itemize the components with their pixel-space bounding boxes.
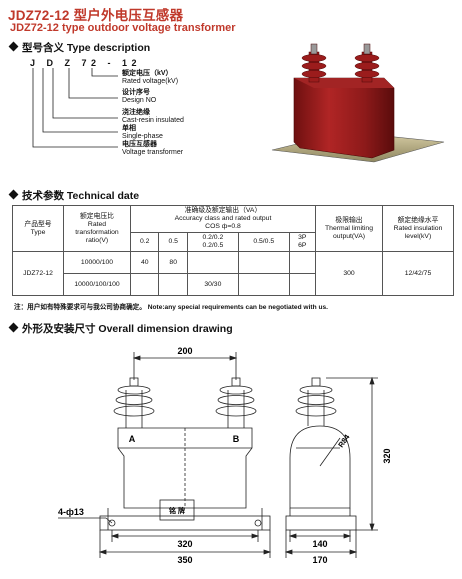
leader-line: [32, 68, 118, 148]
value-cell: [158, 273, 188, 296]
value-cell: [288, 273, 317, 296]
dim-height: 320: [382, 448, 392, 463]
leader-line: [68, 68, 118, 99]
technical-heading-text: 技术参数 Technical date: [22, 190, 140, 202]
dim-side-outer: 170: [312, 555, 327, 565]
class-cell: 0.2/0.2 0.2/0.5: [186, 232, 239, 252]
thermal-value-cell: 300: [315, 251, 383, 296]
type-description-heading-text: 型号含义 Type description: [22, 42, 151, 54]
code-label-rated-voltage: 额定电压（kV） Rated voltage(kV): [122, 70, 179, 85]
table-row: JDZ72-12 10000/100 40 80 300 12/42/75: [12, 251, 454, 296]
class-cell: 0.5: [158, 232, 188, 252]
class-cell: 0.5/0.5: [237, 232, 290, 252]
ratio-cell: 10000/100/100: [63, 273, 131, 296]
code-label-design-no: 设计序号 Design NO: [122, 89, 157, 104]
value-cell: [237, 251, 290, 274]
leader-line: [52, 68, 118, 119]
class-cell: 3P 6P: [288, 232, 317, 252]
type-description-heading: 型号含义 Type description: [8, 40, 151, 55]
header-accuracy: 准确级及额定输出（VA） Accuracy class and rated ou…: [130, 205, 316, 233]
value-cell: [186, 251, 239, 274]
nameplate-label: 铭 牌: [169, 506, 185, 515]
value-cell: 80: [158, 251, 188, 274]
value-cell: 40: [129, 251, 160, 274]
dim-base-inner: 320: [177, 539, 192, 549]
header-insulation: 额定绝缘水平 Rated insulation level(kV): [382, 205, 454, 252]
dimension-heading-text: 外形及安装尺寸 Overall dimension drawing: [22, 323, 233, 335]
type-value-cell: JDZ72-12: [12, 251, 64, 296]
table-row: 10000/100/100 30/30: [13, 273, 454, 296]
value-cell: 30/30: [186, 273, 239, 296]
terminal-a-label: A: [129, 434, 136, 444]
technical-heading: 技术参数 Technical date: [8, 188, 140, 203]
radius-label: R84: [336, 432, 352, 449]
dim-top-span: 200: [177, 346, 192, 356]
insulation-value-cell: 12/42/75: [382, 251, 454, 296]
header-ratio: 额定电压比 Rated transformation ratio(V): [63, 205, 131, 252]
value-cell: [288, 251, 317, 274]
code-label-cast-resin: 浇注绝缘 Cast-resin insulated: [122, 109, 184, 124]
header-thermal: 极限输出 Thermal limiting output(VA): [315, 205, 383, 252]
terminal-b-label: B: [233, 434, 240, 444]
model-code: J D Z 72 - 12: [30, 58, 142, 68]
special-requirements-note: 注：用户如有特殊要求可与我公司协商确定。 Note:any special re…: [14, 304, 328, 311]
dimension-heading: 外形及安装尺寸 Overall dimension drawing: [8, 321, 233, 336]
type-code-leader-lines: [32, 68, 118, 148]
value-cell: [129, 273, 160, 296]
dimension-drawing: 200 A B 4-ф13 铭 牌 320 350 R84 320 140 17…: [58, 346, 392, 565]
hole-label: 4-ф13: [58, 507, 84, 517]
diamond-bullet-icon: [8, 322, 19, 333]
page-subtitle: JDZ72-12 type outdoor voltage transforme…: [10, 22, 236, 34]
page-title: JDZ72-12 型户外电压互感器: [8, 8, 184, 23]
diamond-bullet-icon: [8, 189, 19, 200]
leader-line: [42, 68, 118, 133]
code-label-voltage-transformer: 电压互感器 Voltage transformer: [122, 141, 184, 156]
dim-side-inner: 140: [312, 539, 327, 549]
leader-line: [91, 68, 118, 77]
class-cell: 0.2: [129, 232, 160, 252]
ratio-cell: 10000/100: [63, 251, 131, 274]
code-label-single-phase: 单相 Single-phase: [122, 125, 163, 140]
product-photo: [271, 43, 445, 163]
dim-base-outer: 350: [177, 555, 192, 565]
value-cell: [237, 273, 290, 296]
